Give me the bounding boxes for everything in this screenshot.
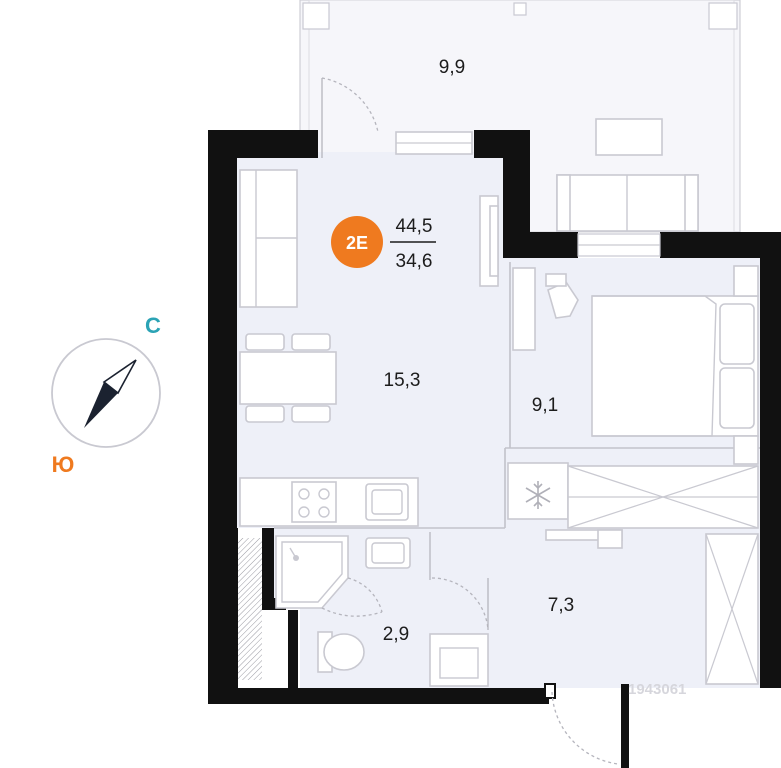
room-area-bathroom: 2,9 xyxy=(383,624,409,645)
shower-door-swing xyxy=(347,577,383,613)
kitchen-living: 2E 44,5 34,6 15,3 xyxy=(239,169,499,527)
apartment-badge: 2E 44,5 34,6 xyxy=(331,216,436,272)
bathroom-sink xyxy=(365,537,411,569)
apartment-badge-label: 2E xyxy=(346,233,368,253)
compass-south-label: Ю xyxy=(52,452,75,477)
bathroom: 2,9 xyxy=(275,535,489,687)
wardrobe xyxy=(567,465,759,529)
sofa xyxy=(239,169,298,308)
tv-stand xyxy=(479,195,499,287)
hallway: 7,3 xyxy=(431,462,759,685)
toilet xyxy=(317,631,365,673)
living-area: 34,6 xyxy=(396,251,433,272)
storage-hatch xyxy=(238,538,262,680)
compass-ring xyxy=(51,338,161,448)
partitions xyxy=(274,262,760,580)
desk xyxy=(512,267,579,351)
bedroom: 9,1 xyxy=(512,265,759,465)
stove-icon xyxy=(291,481,337,523)
hall-closet xyxy=(705,533,759,685)
room-area-hallway: 7,3 xyxy=(548,595,574,616)
compass-north-label: С xyxy=(145,313,161,338)
room-area-balcony: 9,9 xyxy=(439,57,465,78)
balcony-door-swing xyxy=(321,77,379,133)
balcony-sofa xyxy=(556,174,699,232)
total-area: 44,5 xyxy=(396,216,433,237)
snowflake-icon xyxy=(525,481,551,509)
bed xyxy=(591,295,759,437)
watermark: 1943061 xyxy=(628,681,686,698)
entrance-door xyxy=(551,691,619,765)
sink-icon xyxy=(365,483,409,521)
kitchen-counter xyxy=(239,477,419,527)
walls xyxy=(208,130,781,768)
balcony-table xyxy=(595,118,663,156)
bath-door-swing xyxy=(431,577,489,631)
room-area-bedroom: 9,1 xyxy=(532,395,558,416)
compass: С Ю xyxy=(51,313,161,477)
compass-needle-south xyxy=(84,382,118,428)
room-area-kitchen-living: 15,3 xyxy=(384,370,421,391)
washing-machine xyxy=(429,633,489,687)
dining-table xyxy=(239,333,337,423)
